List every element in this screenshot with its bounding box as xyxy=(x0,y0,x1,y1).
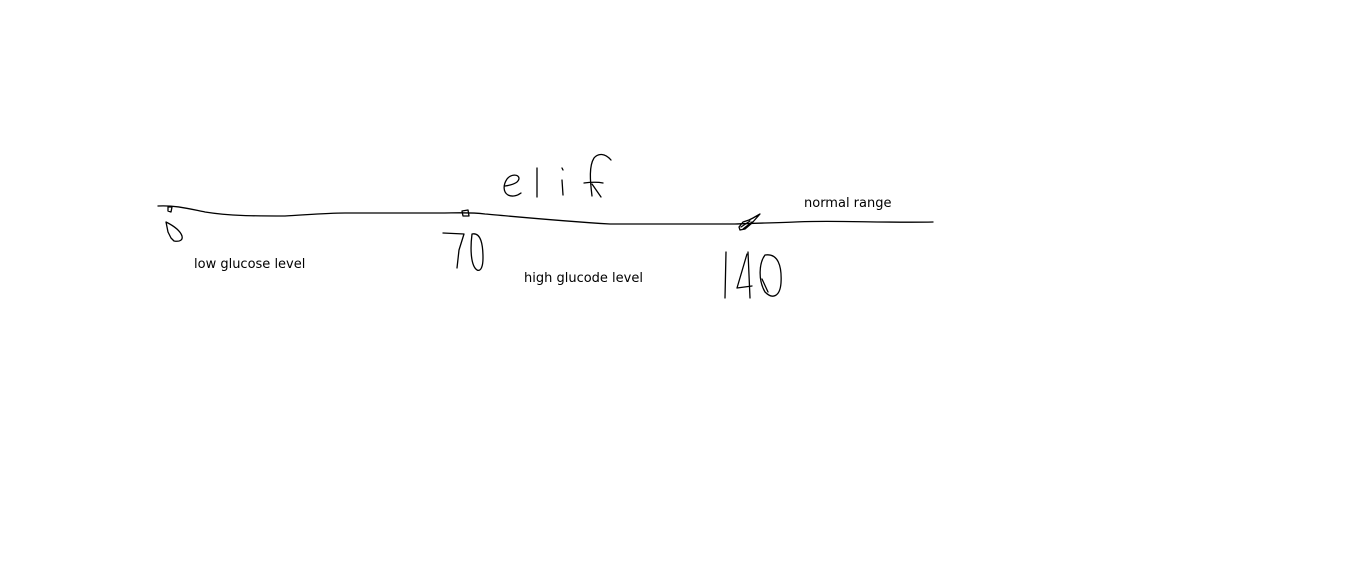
scale-mark-140: 140 xyxy=(724,251,782,299)
low-glucose-label: low glucose level xyxy=(194,257,306,272)
handwritten-annotation-elif: elif xyxy=(503,153,612,198)
number-line xyxy=(157,205,934,225)
high-glucose-label: high glucode level xyxy=(524,271,643,286)
tick-mark-70 xyxy=(461,209,470,217)
tick-mark-0 xyxy=(167,206,173,213)
tick-mark-140 xyxy=(738,213,761,231)
scale-mark-70: 70 xyxy=(442,232,484,272)
normal-range-label: normal range xyxy=(804,196,892,211)
scale-mark-0: 0 xyxy=(165,221,183,242)
